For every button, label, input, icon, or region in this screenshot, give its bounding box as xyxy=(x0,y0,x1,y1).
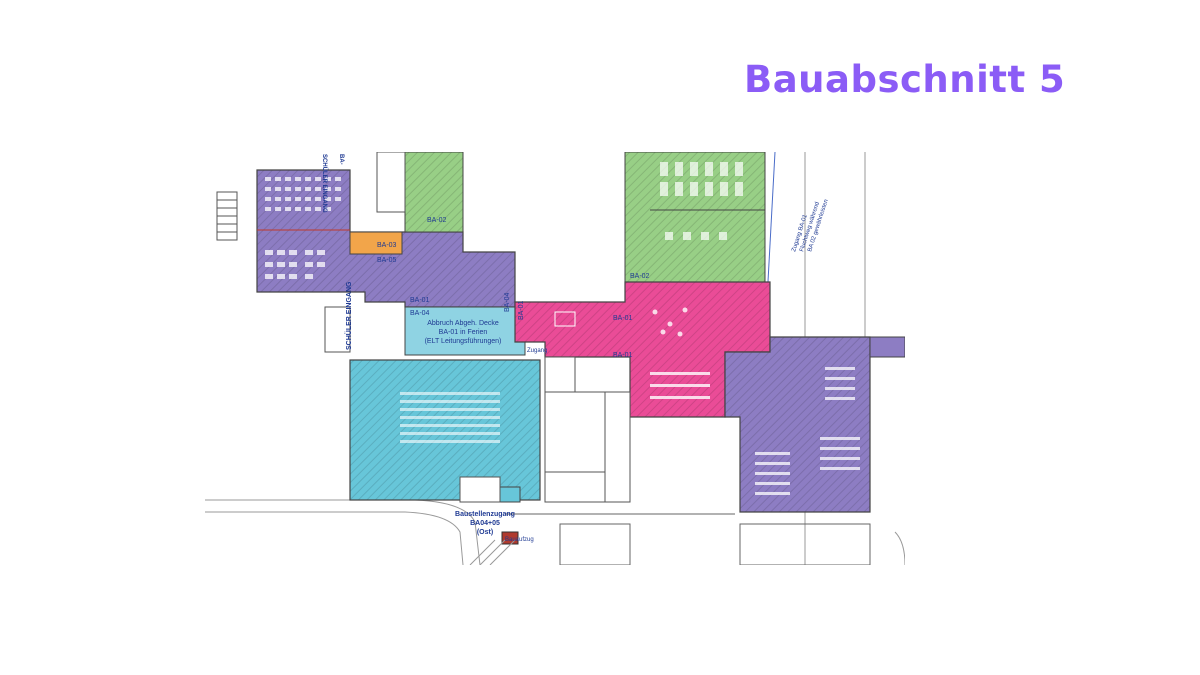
label-ba-02: BA-02 xyxy=(427,217,447,224)
desks-purple-nw xyxy=(265,177,341,279)
label-baustellenzugang-3: (Ost) xyxy=(477,529,493,536)
label-abbruch-3: (ELT Leitungsführungen) xyxy=(425,338,502,345)
label-ba-05: BA-05 xyxy=(377,257,397,264)
floor-plan: SCHÜLER EINGANG BA- BA-02 BA-03 BA-05 BA… xyxy=(205,152,905,565)
section-orange xyxy=(349,231,403,255)
label-zugang-short: Zugang xyxy=(527,348,547,354)
stair-left xyxy=(216,191,238,241)
label-ba-purple-top: BA- xyxy=(338,154,344,165)
floor-plan-svg: SCHÜLER EINGANG BA- BA-02 BA-03 BA-05 BA… xyxy=(205,152,905,565)
interior-rooms xyxy=(324,306,631,503)
label-ba-02-b: BA-02 xyxy=(630,273,650,280)
section-green-n xyxy=(376,152,464,233)
section-green-ne xyxy=(624,152,766,283)
label-baustellenzugang-2: BA04+05 xyxy=(470,520,500,527)
label-ba-01-a: BA-01 xyxy=(410,297,430,304)
section-pink xyxy=(514,281,771,418)
label-schueler-eingang-top: SCHÜLER EINGANG xyxy=(321,154,328,213)
label-bauaufzug: Bauaufzug xyxy=(505,537,534,543)
zone-orange xyxy=(350,232,402,254)
label-ba-04-b: BA-04 xyxy=(504,292,511,312)
label-ba-01-b: BA-01 xyxy=(613,315,633,322)
label-abbruch-2: BA-01 in Ferien xyxy=(439,329,488,336)
section-cyan-light xyxy=(404,306,526,356)
label-ba-04-a: BA-04 xyxy=(410,310,430,317)
label-ba-01-c: BA-01 xyxy=(613,352,633,359)
label-ba-03: BA-03 xyxy=(377,242,397,249)
label-ba-01-d: BA-01 xyxy=(518,300,525,320)
label-abbruch-1: Abbruch Abgeh. Decke xyxy=(427,320,499,327)
label-schueler-eingang-side: SCHÜLER EINGANG xyxy=(344,281,353,350)
section-purple-e xyxy=(724,336,905,513)
label-baustellenzugang-1: Baustellenzugang xyxy=(455,511,515,518)
section-cyan-hall xyxy=(349,359,541,503)
south-building-lines xyxy=(505,513,871,565)
page-title: Bauabschnitt 5 xyxy=(744,58,1066,101)
hatch-zone-south xyxy=(469,539,516,565)
zone-cyan-light xyxy=(405,307,525,355)
